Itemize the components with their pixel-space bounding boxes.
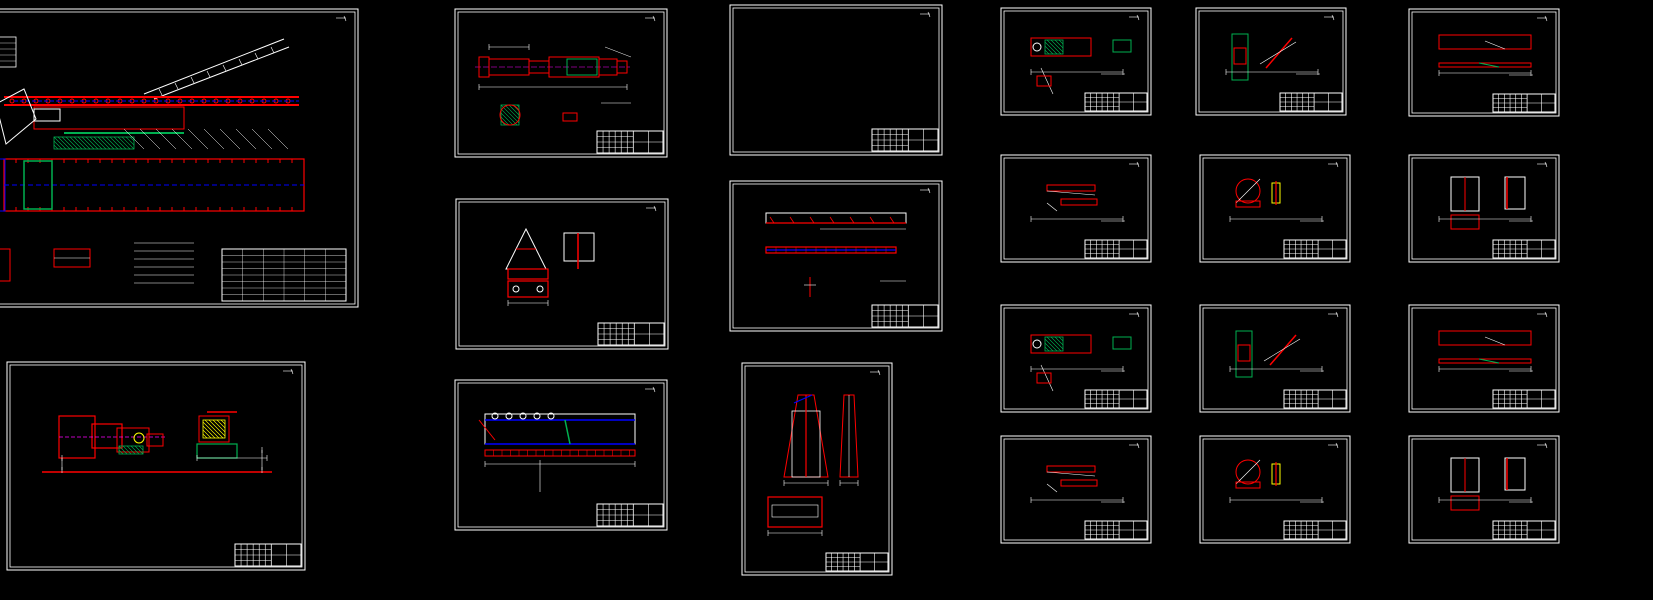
sheet-general-assembly[interactable] [0,8,359,308]
sheet-part-05[interactable] [1199,154,1351,263]
sheet-part-12[interactable] [1408,435,1560,544]
sheet-part-08[interactable] [1199,304,1351,413]
sheet-empty[interactable] [729,4,943,156]
sheet-drive-unit[interactable] [6,361,306,571]
sheet-part-10[interactable] [1000,435,1152,544]
sheet-part-06[interactable] [1408,154,1560,263]
sheet-roller-shaft[interactable] [454,8,668,158]
sheet-part-11[interactable] [1199,435,1351,544]
sheet-part-09[interactable] [1408,304,1560,413]
sheet-part-01[interactable] [1000,7,1152,116]
drawing-sheets-layer [0,4,1560,576]
sheet-bracket[interactable] [455,198,669,350]
sheet-part-07[interactable] [1000,304,1152,413]
sheet-part-02[interactable] [1195,7,1347,116]
sheet-frame-beam[interactable] [454,379,668,531]
sheet-part-04[interactable] [1000,154,1152,263]
sheet-tapered-leg[interactable] [741,362,893,576]
sheet-part-03[interactable] [1408,8,1560,117]
sheet-long-rail[interactable] [729,180,943,332]
